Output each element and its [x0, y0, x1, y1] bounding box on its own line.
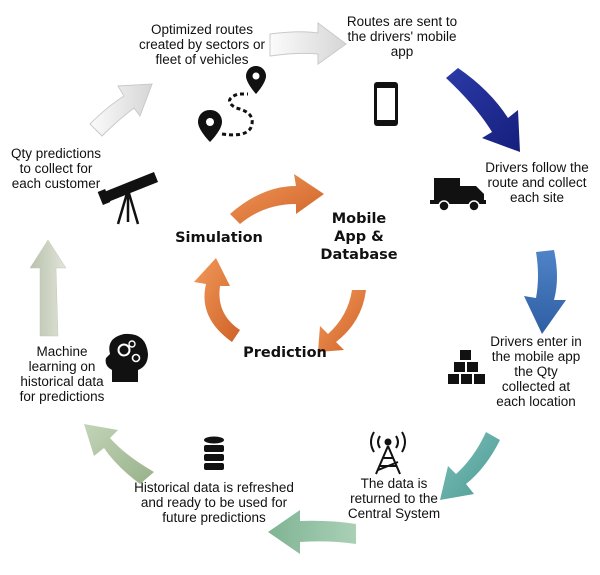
label-routes-created: Optimized routes created by sectors or f… — [138, 22, 266, 67]
head-gears-icon — [105, 333, 148, 382]
arrow-top-left-grey — [89, 83, 153, 137]
antenna-tower-icon — [370, 431, 406, 475]
orange-arrow-top — [230, 174, 324, 224]
label-drivers-follow: Drivers follow the route and collect eac… — [485, 160, 589, 205]
center-label-prediction: Prediction — [243, 345, 327, 361]
label-historical-refreshed: Historical data is refreshed and ready t… — [134, 480, 294, 525]
label-qty-predictions: Qty predictions to collect for each cust… — [10, 146, 102, 191]
orange-arrow-left — [194, 258, 240, 342]
route-map-icon — [198, 66, 266, 142]
label-drivers-enter: Drivers enter in the mobile app the Qty … — [490, 334, 582, 409]
label-machine-learning: Machine learning on historical data for … — [19, 344, 105, 404]
arrow-blue — [524, 250, 566, 334]
center-label-mobile-app: Mobile App & Database — [320, 211, 398, 263]
arrow-sage — [268, 510, 356, 554]
database-icon — [204, 436, 224, 470]
arrow-olive — [84, 424, 154, 484]
orange-arrow-right — [318, 290, 366, 352]
telescope-icon — [97, 172, 158, 225]
arrow-top-grey — [269, 22, 347, 65]
center-label-simulation: Simulation — [175, 230, 263, 246]
arrow-navy — [446, 68, 520, 152]
arrow-stone — [29, 239, 67, 337]
truck-icon — [430, 178, 486, 212]
smartphone-icon — [374, 82, 398, 126]
arrow-teal — [440, 432, 500, 500]
boxes-icon — [448, 350, 485, 384]
label-routes-sent: Routes are sent to the drivers' mobile a… — [346, 14, 458, 59]
label-data-returned: The data is returned to the Central Syst… — [347, 476, 441, 521]
